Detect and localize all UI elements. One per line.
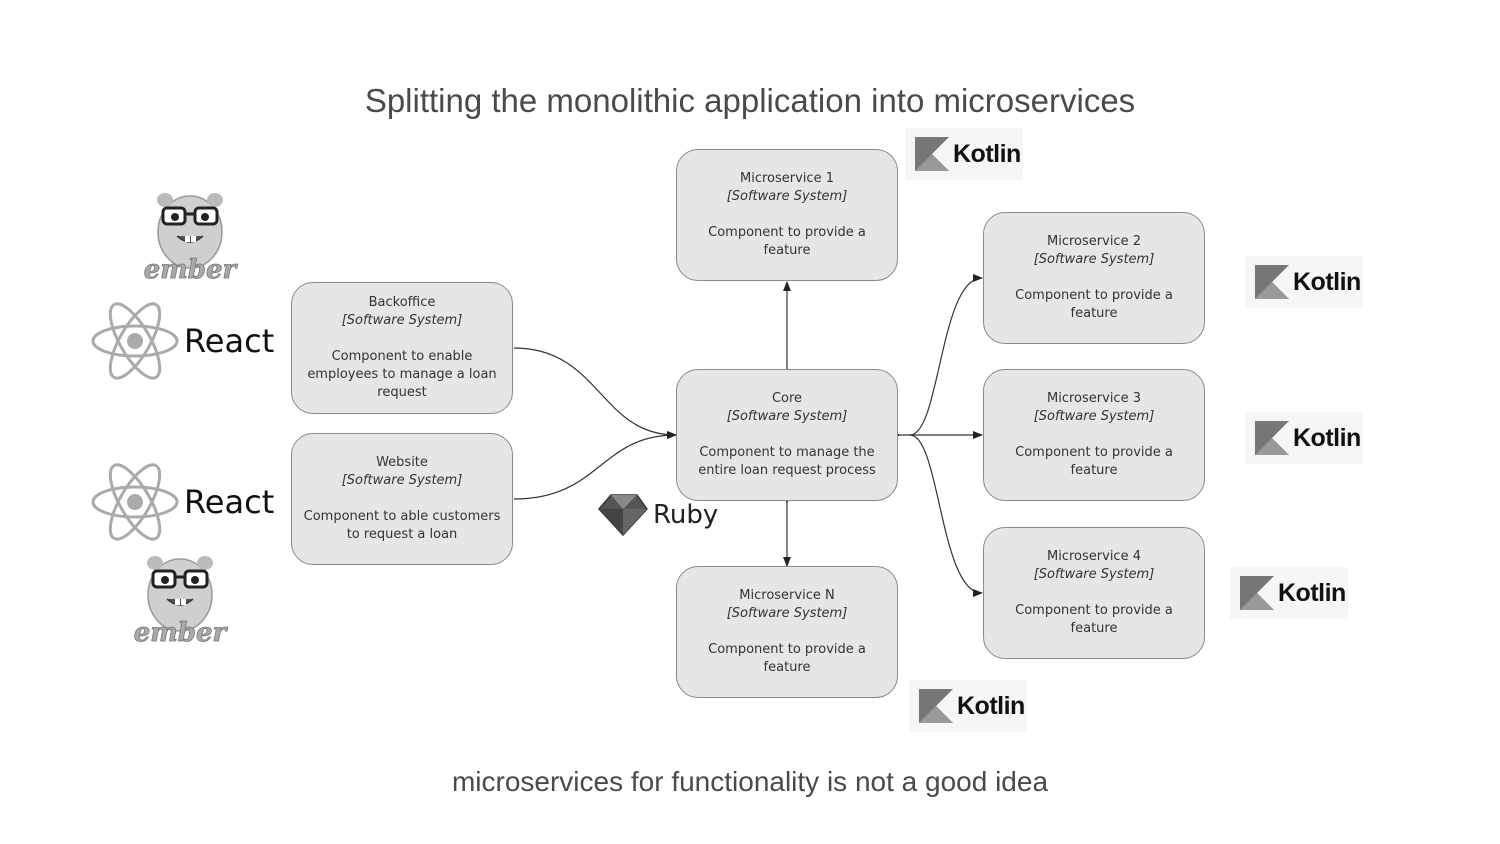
slide-footer: microservices for functionality is not a… bbox=[451, 766, 1049, 797]
backoffice-box: Backoffice [Software System] Component t… bbox=[291, 282, 513, 414]
microservice-1-type: [Software System] bbox=[726, 189, 848, 204]
microservice-3-box: Microservice 3 [Software System] Compone… bbox=[983, 369, 1205, 501]
react-atom-icon bbox=[91, 463, 179, 541]
microservice-3-name: Microservice 3 bbox=[1047, 391, 1141, 406]
microservice-2-name: Microservice 2 bbox=[1047, 234, 1141, 249]
website-type: [Software System] bbox=[341, 473, 463, 488]
kotlin-logo-icon bbox=[1255, 265, 1289, 299]
svg-text:ember: ember bbox=[134, 618, 229, 648]
microservice-3-desc: Component to provide a feature bbox=[1015, 445, 1173, 478]
arrow-core-ms2 bbox=[909, 274, 983, 436]
kotlin-logo-icon bbox=[915, 137, 949, 171]
core-type: [Software System] bbox=[726, 409, 848, 424]
ruby-gem-icon bbox=[597, 494, 648, 537]
svg-text:ember: ember bbox=[144, 255, 239, 285]
ember-mascot-icon: ember bbox=[133, 556, 229, 648]
kotlin-logo-icon bbox=[919, 689, 953, 723]
website-name: Website bbox=[376, 455, 428, 470]
microservice-2-desc: Component to provide a feature bbox=[1015, 288, 1173, 321]
kotlin-logo-icon bbox=[1240, 576, 1274, 610]
kotlin-logo-ms4: Kotlin bbox=[1230, 567, 1348, 619]
microservice-1-desc: Component to provide a feature bbox=[708, 225, 866, 258]
core-name: Core bbox=[771, 391, 803, 406]
kotlin-logo-ms2: Kotlin bbox=[1245, 256, 1363, 308]
microservice-2-box: Microservice 2 [Software System] Compone… bbox=[983, 212, 1205, 344]
kotlin-logo-text: Kotlin bbox=[957, 691, 1025, 720]
core-desc: Component to manage the entire loan requ… bbox=[698, 445, 876, 478]
ember-mascot-bottom: ember bbox=[125, 553, 235, 649]
kotlin-logo-text: Kotlin bbox=[953, 139, 1021, 168]
react-atom-icon bbox=[91, 302, 179, 380]
kotlin-logo-icon bbox=[1255, 421, 1289, 455]
microservice-3-type: [Software System] bbox=[1033, 409, 1155, 424]
microservice-n-name: Microservice N bbox=[739, 588, 835, 603]
react-logo-text: React bbox=[184, 322, 275, 360]
backoffice-name: Backoffice bbox=[368, 295, 436, 310]
microservice-n-desc: Component to provide a feature bbox=[708, 642, 866, 675]
arrow-backoffice-core bbox=[513, 347, 677, 439]
ruby-logo: Ruby bbox=[597, 490, 727, 540]
react-logo-website: React bbox=[90, 460, 280, 544]
microservice-4-desc: Component to provide a feature bbox=[1015, 603, 1173, 636]
microservice-n-type: [Software System] bbox=[726, 606, 848, 621]
kotlin-logo-text: Kotlin bbox=[1278, 578, 1346, 607]
microservice-2-type: [Software System] bbox=[1033, 252, 1155, 267]
kotlin-logo-msn: Kotlin bbox=[909, 680, 1027, 732]
kotlin-logo-text: Kotlin bbox=[1293, 423, 1361, 452]
react-logo-text: React bbox=[184, 483, 275, 521]
website-desc: Component to able customers to request a… bbox=[303, 509, 501, 542]
react-logo-backoffice: React bbox=[90, 299, 280, 383]
core-box: Core [Software System] Component to mana… bbox=[676, 369, 898, 501]
website-box: Website [Software System] Component to a… bbox=[291, 433, 513, 565]
backoffice-type: [Software System] bbox=[341, 313, 463, 328]
microservice-1-box: Microservice 1 [Software System] Compone… bbox=[676, 149, 898, 281]
kotlin-logo-ms1: Kotlin bbox=[905, 128, 1023, 180]
arrow-core-ms4 bbox=[909, 434, 983, 597]
kotlin-logo-ms3: Kotlin bbox=[1245, 412, 1363, 464]
microservice-4-type: [Software System] bbox=[1033, 567, 1155, 582]
microservice-4-name: Microservice 4 bbox=[1047, 549, 1141, 564]
ember-mascot-top: ember bbox=[135, 190, 245, 286]
ruby-logo-text: Ruby bbox=[653, 500, 719, 530]
ember-mascot-icon: ember bbox=[143, 193, 239, 285]
kotlin-logo-text: Kotlin bbox=[1293, 267, 1361, 296]
microservice-1-name: Microservice 1 bbox=[740, 171, 834, 186]
microservice-n-box: Microservice N [Software System] Compone… bbox=[676, 566, 898, 698]
microservice-4-box: Microservice 4 [Software System] Compone… bbox=[983, 527, 1205, 659]
slide-title: Splitting the monolithic application int… bbox=[364, 82, 1136, 119]
backoffice-desc: Component to enable employees to manage … bbox=[307, 349, 497, 400]
arrow-website-core bbox=[513, 431, 677, 500]
